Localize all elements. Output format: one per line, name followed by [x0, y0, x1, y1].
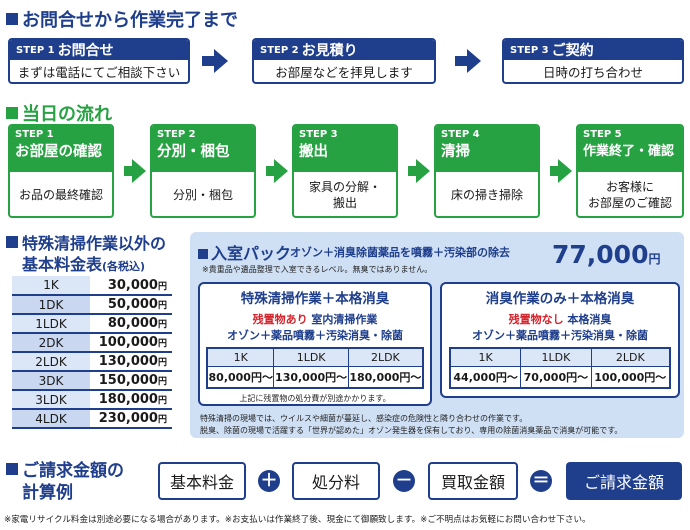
minus-icon: －: [393, 470, 415, 492]
calc-disposal-fee: 処分料: [292, 462, 380, 500]
pricing-subtitle: 基本料金表(各税込): [22, 255, 146, 274]
plus-icon: ＋: [258, 470, 280, 492]
arrow-right-icon: [124, 159, 146, 183]
square-bullet-icon: [6, 107, 18, 119]
pack-title: 入室パック: [198, 240, 291, 264]
square-bullet-icon: [6, 13, 18, 25]
square-bullet-icon: [6, 462, 18, 475]
pack-footer-2: 脱臭、除菌の現場で活躍する「世界が認めた」オゾン発生器を保有しており、専用の除菌…: [200, 426, 623, 435]
bottom-note: ※家電リサイクル料金は別途必要になる場合があります。※お支払いは作業終了後、現金…: [4, 515, 591, 525]
calc-total-amount: ご請求金額: [566, 462, 682, 500]
pricing-title: 特殊清掃作業以外の: [6, 230, 166, 254]
section-title-day-flow: 当日の流れ: [6, 100, 112, 126]
equals-icon: ＝: [530, 470, 552, 492]
pack-note: ※貴重品や遺品整理で入室できるレベル。無臭ではありません。: [202, 265, 433, 274]
arrow-right-icon: [266, 159, 288, 183]
pack-price: 77,000円: [552, 240, 661, 269]
arrow-right-icon: [455, 49, 481, 73]
calc-basic-fee: 基本料金: [158, 462, 246, 500]
deodorize-only-box: 消臭作業のみ＋本格消臭 残置物なし 本格消臭 オゾン＋薬品噴霧＋汚染消臭・除菌 …: [440, 282, 680, 398]
square-bullet-icon: [198, 249, 208, 259]
pack-footer-1: 特殊清掃の現場では、ウイルスや細菌が蔓延し、感染症の危険性と隣り合わせの作業です…: [200, 414, 528, 423]
pack-description: オゾン＋消臭除菌薬品を噴霧＋汚染部の除去: [290, 246, 510, 259]
calc-purchase-amount: 買取金額: [428, 462, 518, 500]
arrow-right-icon: [550, 159, 572, 183]
section-title-inquiry: お問合せから作業完了まで: [6, 6, 238, 32]
special-cleaning-box: 特殊清掃作業＋本格消臭 残置物あり 室内清掃作業 オゾン＋薬品噴霧＋汚染消臭・除…: [198, 282, 432, 406]
arrow-right-icon: [202, 49, 228, 73]
calc-subtitle: 計算例: [22, 483, 73, 503]
arrow-right-icon: [408, 159, 430, 183]
calc-title: ご請求金額の: [6, 456, 124, 481]
square-bullet-icon: [6, 236, 18, 248]
